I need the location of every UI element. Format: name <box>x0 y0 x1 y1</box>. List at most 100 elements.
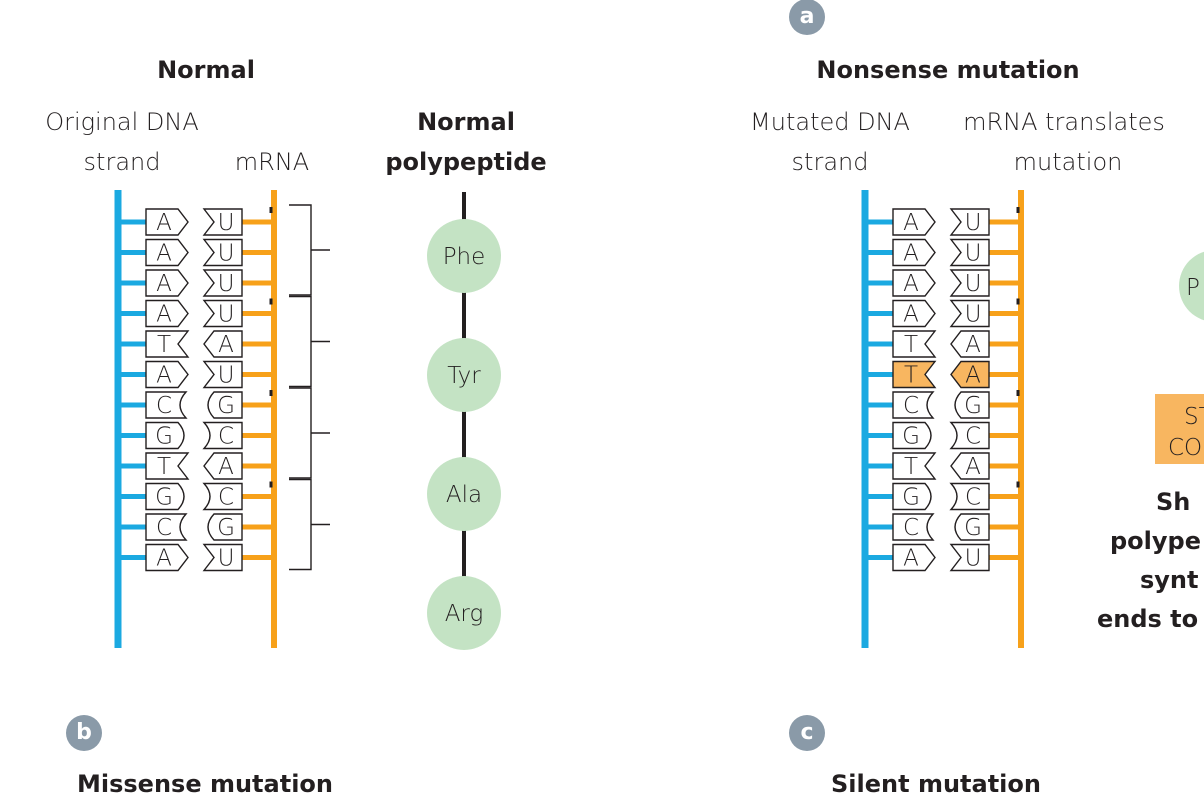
normal-dna-base-letter: A <box>156 241 172 267</box>
normal-dna-base-letter: A <box>156 271 172 297</box>
normal-dna-base-letter: A <box>156 363 172 389</box>
badge-b: b <box>66 715 102 751</box>
nonsense-mrna-base-tile <box>949 238 990 267</box>
normal-dna-base-tile <box>145 299 189 328</box>
normal-mrna-base-tile <box>202 238 243 267</box>
amino-acid-circle <box>427 457 501 531</box>
nonsense-mrna-base-tile <box>950 360 990 389</box>
nonsense-mrna-base-letter: U <box>965 241 982 267</box>
normal-dna-base-letter: C <box>156 515 172 541</box>
nonsense-dna-base-tile <box>892 299 936 328</box>
normal-dna-base-letter: T <box>157 454 171 480</box>
nonsense-mrna-base-letter: A <box>965 332 981 358</box>
nonsense-dna-base-tile <box>892 360 937 389</box>
normal-dna-base-tile <box>145 421 185 450</box>
nonsense-mrna-base-letter: G <box>964 515 982 541</box>
normal-mrna-base-letter: U <box>218 363 235 389</box>
nonsense-mrna-label-line2: mutation <box>1013 148 1123 176</box>
normal-mrna-base-tile <box>202 269 243 297</box>
nonsense-mrna-base-tile <box>949 269 990 297</box>
nonsense-mrna-base-tile <box>954 513 990 541</box>
badge-c: c <box>789 715 825 751</box>
normal-mrna-base-tile <box>203 452 243 480</box>
normal-dna-base-tile <box>145 482 185 511</box>
normal-mrna-base-tile <box>202 360 243 389</box>
nonsense-mrna-base-letter: U <box>965 210 982 236</box>
normal-mrna-base-tile <box>202 208 243 236</box>
normal-mrna-base-letter: U <box>218 210 235 236</box>
nonsense-dna-base-letter: A <box>903 546 919 572</box>
normal-codon-bracket <box>289 204 312 296</box>
nonsense-dna-base-tile <box>892 543 936 572</box>
normal-mrna-base-letter: C <box>218 424 234 450</box>
normal-dna-base-letter: A <box>156 210 172 236</box>
nonsense-result-line3: synt <box>1140 566 1199 594</box>
normal-mrna-base-tile <box>202 482 243 511</box>
nonsense-dna-base-letter: A <box>903 271 919 297</box>
stop-codon-label-line2: CO <box>1168 435 1202 461</box>
stop-codon-box <box>1155 394 1204 464</box>
normal-mrna-base-letter: U <box>218 302 235 328</box>
nonsense-mrna-base-letter: U <box>965 271 982 297</box>
badge-a: a <box>789 0 825 35</box>
nonsense-mrna-base-tile <box>949 543 990 572</box>
normal-mrna-base-letter: U <box>218 271 235 297</box>
nonsense-dna-base-tile <box>892 482 932 511</box>
normal-dna-base-tile <box>145 238 189 267</box>
normal-dna-base-tile <box>145 330 190 358</box>
nonsense-dna-base-letter: A <box>903 302 919 328</box>
nonsense-mrna-base-tile <box>949 482 990 511</box>
nonsense-result-line4: ends to <box>1097 605 1199 633</box>
normal-dna-base-letter: C <box>156 393 172 419</box>
nonsense-result-line1: Sh <box>1156 488 1191 516</box>
amino-acid-label: Arg <box>445 601 484 627</box>
normal-dna-base-tile <box>145 452 190 480</box>
nonsense-mrna-base-letter: A <box>965 454 981 480</box>
normal-mrna-base-letter: U <box>218 546 235 572</box>
nonsense-mrna-base-letter: C <box>965 485 981 511</box>
nonsense-dna-base-letter: T <box>904 363 918 389</box>
normal-mrna-base-tile <box>207 513 243 541</box>
nonsense-dna-base-tile <box>892 208 936 236</box>
normal-dna-base-tile <box>145 360 189 389</box>
normal-dna-base-tile <box>145 513 188 541</box>
normal-mrna-base-letter: U <box>218 241 235 267</box>
nonsense-mrna-base-tile <box>950 330 990 358</box>
nonsense-amino-acid-circle <box>1179 251 1204 321</box>
nonsense-mrna-base-letter: C <box>965 424 981 450</box>
normal-codon-bracket <box>289 478 312 571</box>
amino-acid-label: Ala <box>446 482 482 508</box>
nonsense-dna-base-letter: C <box>903 515 919 541</box>
nonsense-dna-base-letter: C <box>903 393 919 419</box>
nonsense-mrna-base-tile <box>949 421 990 450</box>
nonsense-dna-base-letter: T <box>904 332 918 358</box>
normal-dna-base-letter: G <box>155 485 173 511</box>
nonsense-mrna-base-letter: G <box>964 393 982 419</box>
nonsense-dna-base-letter: T <box>904 454 918 480</box>
nonsense-title: Nonsense mutation <box>816 56 1080 84</box>
nonsense-mrna-base-letter: U <box>965 302 982 328</box>
normal-mrna-base-tile <box>202 421 243 450</box>
stop-codon-label-line1: ST <box>1184 404 1204 430</box>
normal-mrna-base-tile <box>207 391 243 419</box>
amino-acid-circle <box>427 338 501 412</box>
normal-dna-base-tile <box>145 269 189 297</box>
nonsense-dna-base-letter: G <box>902 485 920 511</box>
nonsense-dna-base-letter: A <box>903 241 919 267</box>
normal-dna-base-letter: A <box>156 302 172 328</box>
normal-mrna-base-tile <box>203 330 243 358</box>
nonsense-dna-base-letter: G <box>902 424 920 450</box>
nonsense-dna-label-line2: strand <box>791 148 869 176</box>
normal-mrna-base-tile <box>202 543 243 572</box>
normal-dna-base-letter: G <box>155 424 173 450</box>
normal-mrna-base-tile <box>202 299 243 328</box>
normal-codon-bracket <box>289 295 312 388</box>
nonsense-dna-base-tile <box>892 452 937 480</box>
normal-mrna-base-letter: G <box>217 515 235 541</box>
amino-acid-label: Phe <box>443 244 486 270</box>
nonsense-dna-base-tile <box>892 391 935 419</box>
normal-codon-bracket <box>289 387 312 479</box>
normal-mrna-base-letter: G <box>217 393 235 419</box>
nonsense-mrna-base-letter: A <box>965 363 981 389</box>
normal-dna-label-line2: strand <box>83 148 161 176</box>
